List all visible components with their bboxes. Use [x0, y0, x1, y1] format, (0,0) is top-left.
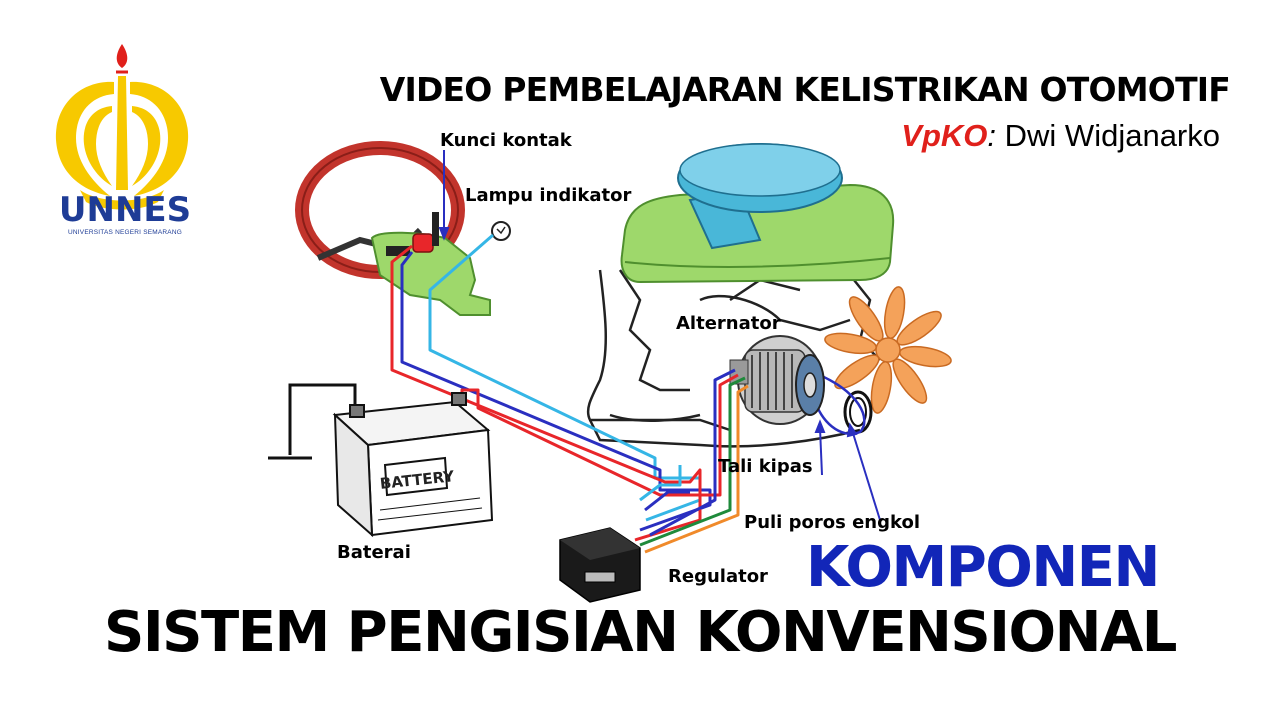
wiring-harness	[390, 233, 749, 554]
author-code: VpKO	[901, 118, 988, 153]
unnes-logo-emblem	[55, 44, 189, 210]
label-baterai: Baterai	[337, 542, 411, 563]
author-separator: :	[987, 118, 997, 153]
fan-icon	[824, 286, 952, 414]
flame-icon	[116, 44, 128, 68]
label-lampu-indikator: Lampu indikator	[465, 185, 631, 206]
indicator-lamp-icon	[491, 221, 511, 241]
author-name: Dwi Widjanarko	[996, 118, 1220, 153]
ignition-key-icon	[386, 212, 439, 256]
label-alternator: Alternator	[676, 313, 781, 334]
engine-block	[586, 269, 881, 448]
main-title: SISTEM PENGISIAN KONVENSIONAL	[104, 600, 1178, 665]
komponen-heading: KOMPONEN	[806, 535, 1160, 600]
label-kunci-kontak: Kunci kontak	[440, 130, 573, 151]
author-line: VpKO: Dwi Widjanarko	[700, 118, 1220, 154]
label-tali-kipas: Tali kipas	[718, 456, 813, 477]
alternator-icon	[729, 335, 825, 425]
pointer-lines	[438, 150, 881, 521]
logo-name: UNNES	[58, 190, 192, 230]
video-title: VIDEO PEMBELAJARAN KELISTRIKAN OTOMOTIF	[379, 70, 1231, 109]
ground-symbol	[268, 383, 357, 460]
battery-icon	[332, 392, 494, 538]
label-puli-poros-engkol: Puli poros engkol	[744, 512, 920, 533]
fan-belt	[811, 370, 866, 435]
air-cleaner	[677, 143, 843, 250]
logo-subtitle: UNIVERSITAS NEGERI SEMARANG	[68, 229, 182, 236]
label-regulator: Regulator	[668, 566, 768, 587]
regulator-icon	[559, 527, 641, 603]
